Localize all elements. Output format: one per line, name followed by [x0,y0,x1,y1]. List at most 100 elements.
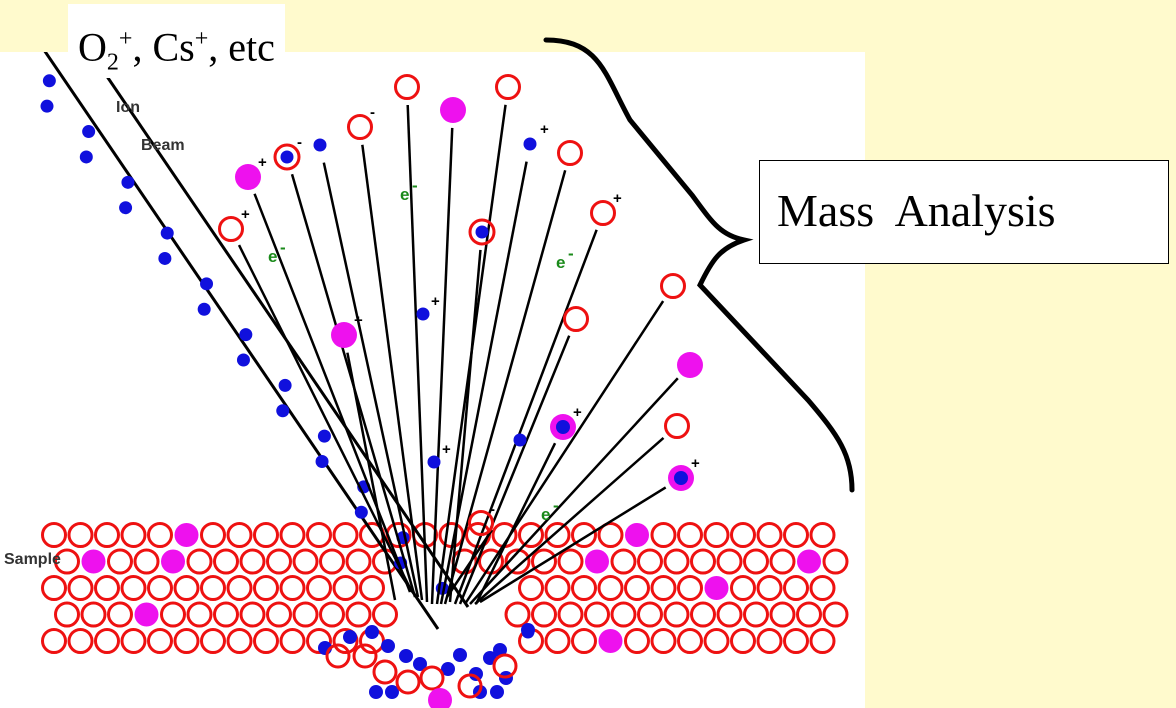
lattice-atom [518,522,544,548]
lattice-atom [67,522,94,548]
o-subscript: 2 [106,49,119,76]
cluster-ion [280,150,294,164]
lattice-atom [107,548,133,575]
charge-marks: ++--+++++++-e-e-e-e- [241,104,700,524]
lattice-atom [610,548,637,575]
sputtered-atom [218,216,244,242]
lattice-atom [200,575,226,601]
lattice-atom [266,601,292,628]
sputtered-atom [590,200,616,226]
lattice-atom [200,628,226,654]
lattice-atom [504,548,531,575]
crater-ion [441,662,455,676]
lattice-atom [94,575,120,601]
beam-ion [236,353,250,367]
lattice-impurity-atom [161,549,185,574]
lattice-atom [41,575,67,601]
trajectory-line [474,442,557,605]
lattice-atom [663,548,690,575]
lattice-atom [359,575,385,601]
lattice-atom [597,575,624,601]
lattice-atom [756,628,783,654]
lattice-atom [120,628,147,654]
lattice-atom [253,522,279,548]
beam-left-edge [43,52,440,630]
free-ion [521,625,535,639]
lattice-atom [306,628,332,654]
lattice-atom [756,522,783,548]
sputtered-atom [347,114,373,140]
lattice-impurity-atom [585,549,609,574]
minus-charge: - [370,104,375,121]
sputtered-ion [523,137,537,151]
lattice-atom [147,522,173,548]
trajectory-line [322,162,420,598]
sputtered-ion [313,138,327,152]
electron-charge: - [412,176,418,195]
lattice-atom [637,601,663,628]
lattice-atom [610,601,637,628]
plus-charge: + [613,190,622,207]
lattice-atom [41,628,67,654]
trajectory-line [474,436,665,605]
lattice-atom [94,522,120,548]
plus-charge: + [354,312,363,329]
lattice-impurity-atom [134,602,159,627]
lattice-atom [544,522,571,548]
lattice-atom [809,522,836,548]
lattice-atom [41,522,67,548]
lattice-atom [730,628,756,654]
lattice-atom [663,601,690,628]
trajectory-line [458,335,571,605]
lattice-atom [226,628,253,654]
sputtered-atom [495,74,521,100]
electron-label: e [541,505,550,524]
sputtered-atom [660,273,686,299]
lattice-atom [756,575,783,601]
beam-ion [40,99,54,113]
plus-charge: + [573,404,582,421]
crater-ion [490,685,504,699]
sputtered-atom [563,306,589,332]
lattice-atom [160,601,186,628]
beam-ion [119,201,133,215]
lattice-atom [544,628,571,654]
displaced-atom [325,643,351,669]
lattice-atom [67,575,94,601]
trajectory-line [479,486,667,604]
trajectory-line [448,249,482,603]
lattice-atom [147,628,173,654]
lattice-atom [173,628,200,654]
lattice-impurity-atom [797,549,821,574]
plus-charge: + [442,441,451,458]
lattice-atom [677,575,703,601]
lattice-atom [531,601,557,628]
lattice-atom [372,601,398,628]
lattice-atom [67,628,94,654]
sputtered-particles [218,74,703,639]
lattice-atom [226,522,253,548]
lattice-atom [557,601,584,628]
lattice-atom [783,628,809,654]
lattice-atom [504,601,531,628]
lattice-atom [796,601,822,628]
trajectory-line [453,229,598,605]
beam-ion [121,175,135,189]
beam-ion [278,378,292,392]
lattice-atom [677,522,703,548]
lattice-atom [677,628,703,654]
lattice-atom [292,601,319,628]
lattice-atom [822,548,849,575]
mass-analyzer-brace-icon [543,37,855,493]
trajectory-line [346,352,397,601]
trajectory-line [445,529,494,598]
lattice-atom [730,522,756,548]
lattice-atom [571,628,597,654]
bound-ion [674,471,688,485]
lattice-atom [518,575,544,601]
cs-superscript: + [194,26,209,52]
lattice-atom [120,522,147,548]
beam-ion [354,505,368,519]
lattice-impurity-atom [598,629,623,653]
